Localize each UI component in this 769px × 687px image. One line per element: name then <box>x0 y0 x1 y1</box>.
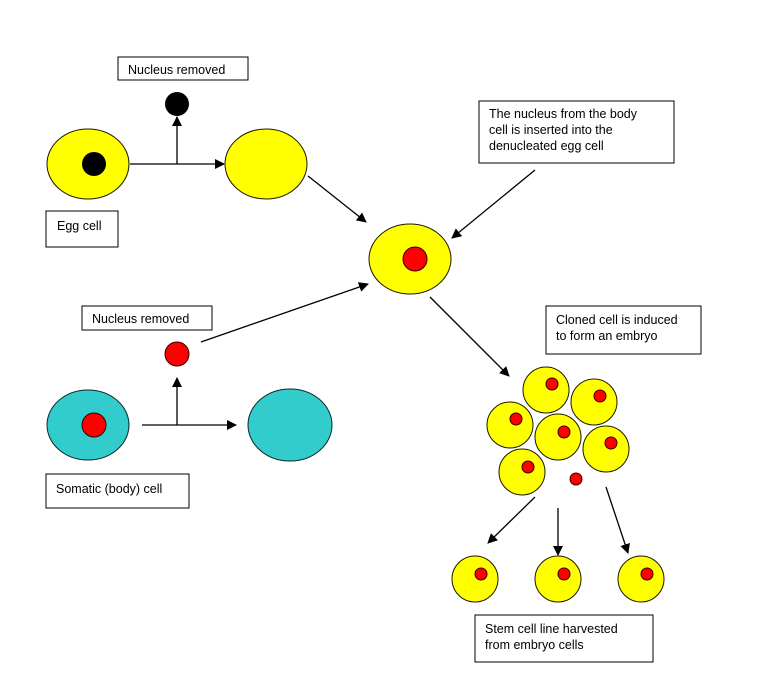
somatic-cell <box>46 389 130 461</box>
svg-text:Cloned cell is induced: Cloned cell is induced <box>556 313 678 327</box>
svg-text:cell is inserted into the: cell is inserted into the <box>489 123 613 137</box>
embryo-cell <box>498 448 546 496</box>
svg-text:Somatic (body) cell: Somatic (body) cell <box>56 482 162 496</box>
arrow-embryo-to-stem-cell-1 <box>487 496 536 544</box>
arrow-somatic-nucleus-to-clone <box>200 282 369 343</box>
embryo-cell <box>534 413 582 461</box>
svg-text:to form an embryo: to form an embryo <box>556 329 657 343</box>
svg-text:Nucleus removed: Nucleus removed <box>92 312 189 326</box>
stem-cell-label: Stem cell line harvested from embryo cel… <box>474 614 654 663</box>
cloned-nucleus <box>402 246 428 272</box>
svg-text:Stem cell line harvested: Stem cell line harvested <box>485 622 618 636</box>
enucleated-egg-cell <box>224 128 308 200</box>
svg-text:Egg cell: Egg cell <box>57 219 101 233</box>
embryo-cell <box>522 366 570 414</box>
nucleus-inserted-label: The nucleus from the body cell is insert… <box>478 100 675 164</box>
svg-text:denucleated egg cell: denucleated egg cell <box>489 139 604 153</box>
egg-nucleus-removed-label: Nucleus removed <box>117 56 249 81</box>
arrow-embryo-to-stem-cell-3 <box>605 486 630 554</box>
arrow-insert-caption <box>451 169 536 239</box>
embryo-cell <box>486 401 534 449</box>
egg-cell-label: Egg cell <box>45 210 119 248</box>
somatic-nucleus-removed-label: Nucleus removed <box>81 305 213 331</box>
stem-cell <box>534 555 582 603</box>
embryo-cluster <box>486 366 630 496</box>
somatic-cell-label: Somatic (body) cell <box>45 473 190 509</box>
egg-nucleus <box>82 152 106 176</box>
svg-text:The nucleus from the body: The nucleus from the body <box>489 107 638 121</box>
removed-somatic-nucleus <box>164 341 190 367</box>
somatic-nucleus <box>81 412 107 438</box>
enucleated-somatic-cell <box>247 388 333 462</box>
arrow-clone-to-embryo <box>429 296 510 377</box>
arrow-enucleated-egg-to-clone <box>307 175 367 223</box>
egg-cell <box>46 128 130 200</box>
free-nucleus <box>569 472 583 486</box>
embryo-cell <box>570 378 618 426</box>
svg-text:Nucleus removed: Nucleus removed <box>128 63 225 77</box>
stem-cell <box>451 555 499 603</box>
removed-egg-nucleus <box>165 92 189 116</box>
stem-cell <box>617 555 665 603</box>
cloned-cell <box>368 223 452 295</box>
embryo-label: Cloned cell is induced to form an embryo <box>545 305 702 355</box>
svg-text:from embryo cells: from embryo cells <box>485 638 584 652</box>
embryo-cell <box>582 425 630 473</box>
